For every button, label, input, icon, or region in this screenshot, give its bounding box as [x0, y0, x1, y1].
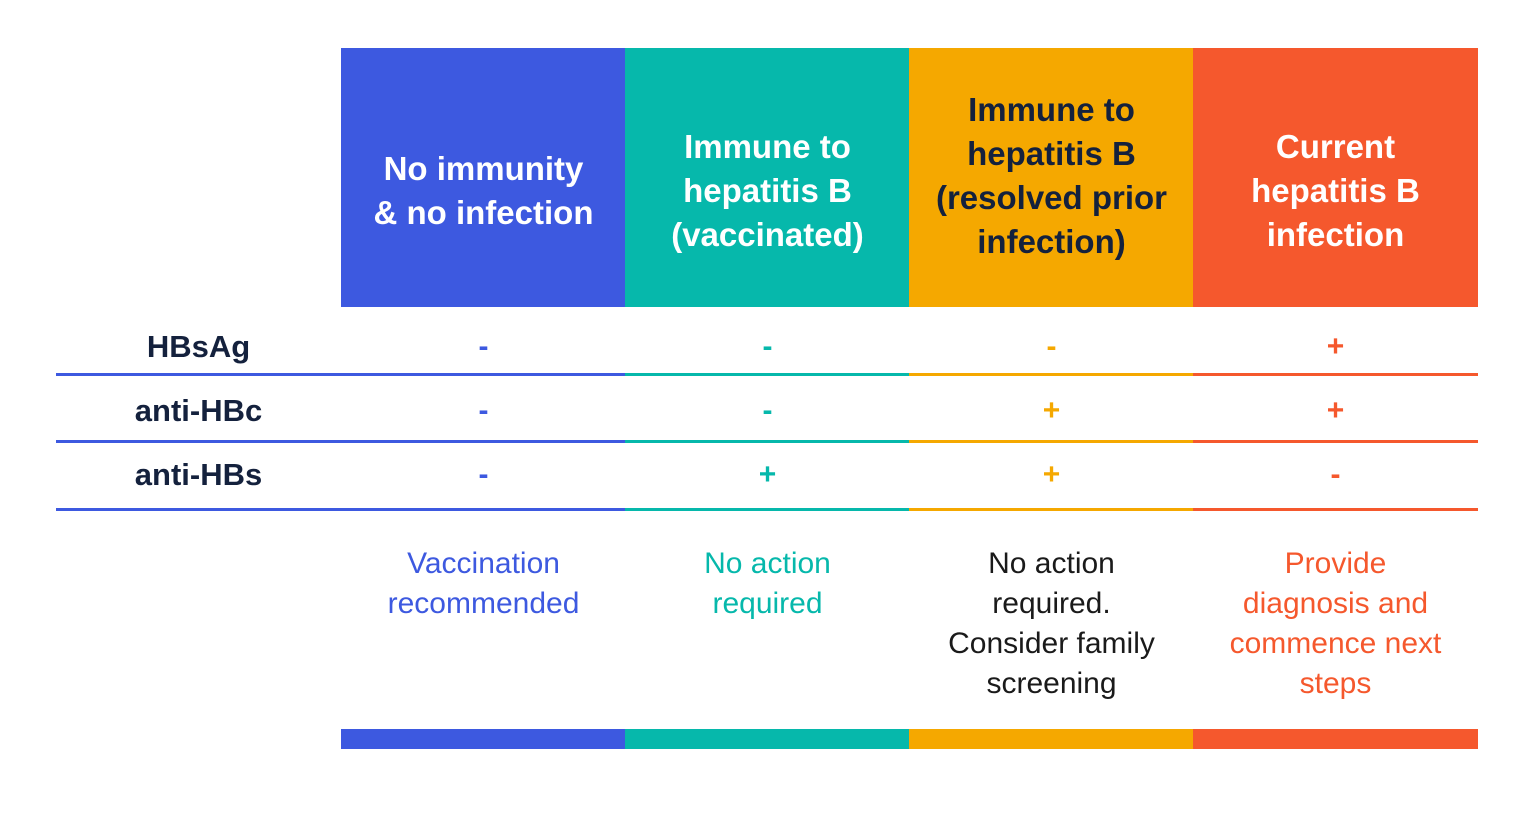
result-hbsag-col1: -	[478, 330, 489, 363]
footer-bar-teal	[625, 729, 910, 749]
row-divider	[909, 508, 1193, 511]
row-divider	[909, 440, 1193, 443]
action-current-infection: Provide diagnosis and commence next step…	[1229, 547, 1442, 700]
row-label-anti-hbs: anti-HBs	[134, 457, 263, 492]
footer-bar-blue	[341, 729, 626, 749]
result-anti-hbc-col1: -	[478, 394, 489, 427]
result-anti-hbs-col4: -	[1330, 458, 1341, 491]
result-hbsag-col4: +	[1326, 330, 1345, 363]
row-divider	[56, 508, 625, 511]
header-immune-vaccinated: Immune to hepatitis B (vaccinated)	[625, 48, 910, 307]
action-immune-resolved: No action required. Consider family scre…	[948, 547, 1155, 700]
header-label: No immunity & no infection	[373, 149, 594, 231]
row-divider	[625, 440, 909, 443]
row-divider	[1193, 440, 1478, 443]
row-label-hbsag: HBsAg	[146, 329, 251, 364]
result-anti-hbc-col4: +	[1326, 394, 1345, 427]
header-current-infection: Current hepatitis B infection	[1193, 48, 1478, 307]
result-anti-hbc-col2: -	[762, 394, 773, 427]
footer-bar-amber	[909, 729, 1194, 749]
result-anti-hbc-col3: +	[1042, 394, 1061, 427]
result-anti-hbs-col2: +	[758, 458, 777, 491]
row-label-anti-hbc: anti-HBc	[134, 393, 263, 428]
row-divider	[56, 440, 625, 443]
footer-bar-orange	[1193, 729, 1478, 749]
row-divider	[909, 373, 1193, 376]
header-label: Current hepatitis B infection	[1251, 127, 1420, 253]
row-divider	[56, 373, 625, 376]
action-immune-vaccinated: No action required	[704, 547, 831, 620]
header-label: Immune to hepatitis B (vaccinated)	[671, 127, 864, 253]
header-immune-resolved: Immune to hepatitis B (resolved prior in…	[909, 48, 1194, 307]
result-anti-hbs-col3: +	[1042, 458, 1061, 491]
header-no-immunity: No immunity & no infection	[341, 48, 626, 307]
row-divider	[625, 373, 909, 376]
header-label: Immune to hepatitis B (resolved prior in…	[935, 90, 1168, 260]
row-divider	[625, 508, 909, 511]
action-no-immunity: Vaccination recommended	[387, 547, 580, 620]
row-divider	[1193, 508, 1478, 511]
result-anti-hbs-col1: -	[478, 458, 489, 491]
row-divider	[1193, 373, 1478, 376]
result-hbsag-col3: -	[1046, 330, 1057, 363]
result-hbsag-col2: -	[762, 330, 773, 363]
